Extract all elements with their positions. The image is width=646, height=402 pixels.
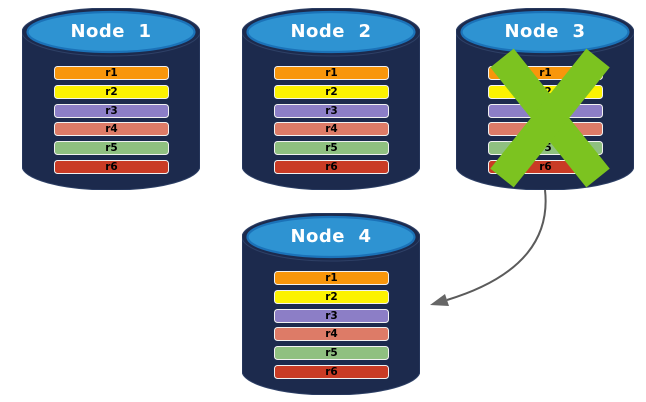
replica-bar: r6 bbox=[274, 160, 389, 174]
node-title: Node 2 bbox=[290, 21, 372, 42]
node-2: Node 2 r1 r2 r3 r4 r5 r6 bbox=[242, 8, 420, 190]
replica-bar: r5 bbox=[274, 141, 389, 155]
replica-bar: r2 bbox=[274, 290, 389, 304]
replica-bar: r1 bbox=[274, 271, 389, 285]
replica-bar: r3 bbox=[274, 104, 389, 118]
replica-bar: r4 bbox=[274, 327, 389, 341]
node-title: Node 4 bbox=[290, 226, 372, 247]
node-title: Node 1 bbox=[70, 21, 152, 42]
replica-bar: r6 bbox=[54, 160, 169, 174]
replica-bar: r1 bbox=[54, 66, 169, 80]
replica-bar: r4 bbox=[54, 122, 169, 136]
replica-bar: r2 bbox=[274, 85, 389, 99]
replica-bar: r4 bbox=[274, 122, 389, 136]
replica-bar: r5 bbox=[54, 141, 169, 155]
replica-bar: r6 bbox=[274, 365, 389, 379]
replica-bar: r5 bbox=[274, 346, 389, 360]
replica-bar: r1 bbox=[274, 66, 389, 80]
node-title: Node 3 bbox=[504, 21, 586, 42]
node-3: Node 3 r1 r2 r3 r4 r5 r6 bbox=[456, 8, 634, 190]
replica-bar: r3 bbox=[54, 104, 169, 118]
node-1: Node 1 r1 r2 r3 r4 r5 r6 bbox=[22, 8, 200, 190]
arrowhead-icon bbox=[430, 294, 449, 306]
node-4: Node 4 r1 r2 r3 r4 r5 r6 bbox=[242, 213, 420, 395]
replica-bar: r2 bbox=[54, 85, 169, 99]
failure-x-icon bbox=[490, 48, 610, 188]
replica-bar: r3 bbox=[274, 309, 389, 323]
